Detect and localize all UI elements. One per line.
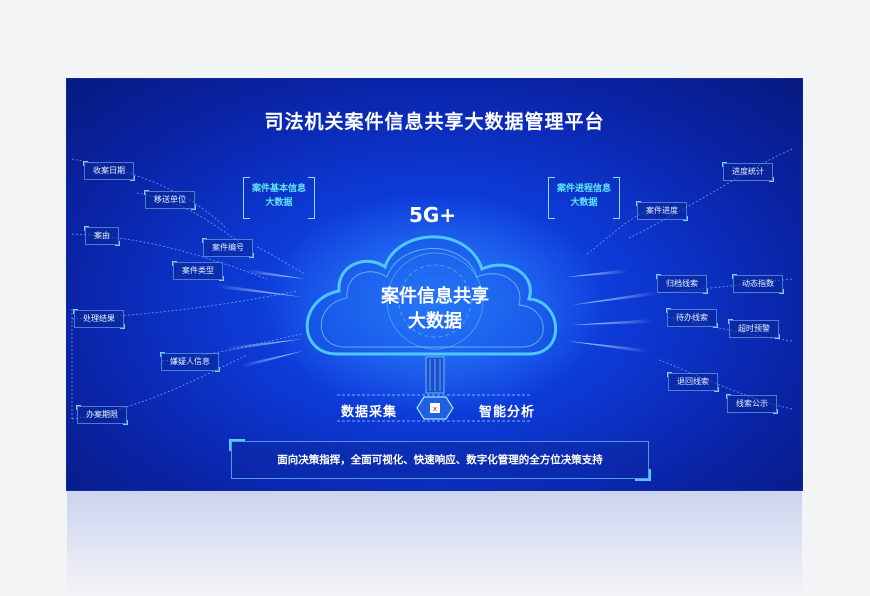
network-label: 5G+ xyxy=(409,203,457,227)
left-bracket-line2: 大数据 xyxy=(265,198,293,208)
tag-suspect-info[interactable]: 嫌疑人信息 xyxy=(160,352,220,372)
right-bracket-line1: 案件进程信息 xyxy=(556,184,611,194)
data-connector: x xyxy=(337,356,532,422)
cloud-shape xyxy=(305,235,558,356)
tag-returned-leads[interactable]: 退回线索 xyxy=(667,372,719,392)
reflection xyxy=(67,490,802,596)
tag-progress-stats[interactable]: 进度统计 xyxy=(722,162,774,182)
slogan-banner: 面向决策指挥，全面可视化、快速响应、数字化管理的全方位决策支持 xyxy=(229,439,651,481)
data-collection-label: 数据采集 xyxy=(341,405,398,420)
cloud-title: 案件信息共享 大数据 xyxy=(363,284,507,334)
left-bracket-label: 案件基本信息 大数据 xyxy=(243,177,315,219)
svg-text:x: x xyxy=(433,405,437,413)
tag-deadline[interactable]: 办案期限 xyxy=(76,405,128,425)
right-bracket-label: 案件进程信息 大数据 xyxy=(548,177,620,219)
tag-pending-leads[interactable]: 待办线索 xyxy=(666,308,718,328)
main-board: x 司法机关案件信息共享大数据管理平台 案件基本信息 大数据 案件进程信息 大数… xyxy=(67,79,802,490)
tag-filing-date[interactable]: 收案日期 xyxy=(83,161,135,181)
cloud-title-line1: 案件信息共享 xyxy=(381,286,489,307)
tag-timeout-warning[interactable]: 超时预警 xyxy=(728,319,780,339)
right-bracket-line2: 大数据 xyxy=(570,198,598,208)
tag-lead-publicity[interactable]: 线索公示 xyxy=(726,394,778,414)
cloud-title-line2: 大数据 xyxy=(408,311,462,332)
tag-case-type[interactable]: 案件类型 xyxy=(172,261,224,281)
tag-dynamic-index[interactable]: 动态指数 xyxy=(732,274,784,294)
tag-transfer-unit[interactable]: 移送单位 xyxy=(144,190,196,210)
page-title: 司法机关案件信息共享大数据管理平台 xyxy=(264,111,605,133)
smart-analysis-label: 智能分析 xyxy=(479,405,536,420)
left-bracket-line1: 案件基本信息 xyxy=(251,184,306,194)
tag-case-progress[interactable]: 案件进度 xyxy=(636,201,688,221)
tag-case-cause[interactable]: 案由 xyxy=(84,226,120,246)
tag-case-number[interactable]: 案件编号 xyxy=(202,238,254,258)
tag-archived-leads[interactable]: 归档线索 xyxy=(656,274,708,294)
tag-result[interactable]: 处理结果 xyxy=(73,309,125,329)
decor-lines: x xyxy=(71,148,793,422)
